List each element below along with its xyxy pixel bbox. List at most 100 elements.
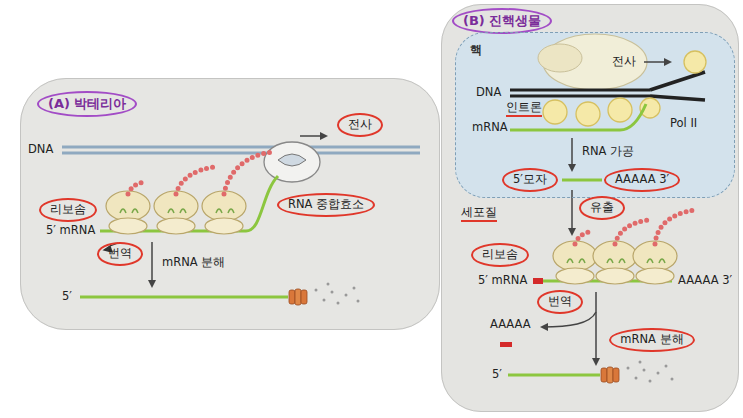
bacteria-cytoplasm bbox=[20, 78, 440, 330]
drawing-rect bbox=[533, 278, 543, 284]
drawing-circle bbox=[315, 289, 318, 292]
part-label: 인트론 bbox=[506, 101, 542, 117]
drawing-path bbox=[650, 72, 705, 100]
circled-label: AAAAA 3′ bbox=[604, 168, 680, 192]
drawing-path bbox=[655, 210, 695, 244]
process-label: mRNA 분해 bbox=[620, 333, 683, 347]
drawing-ellipse bbox=[264, 142, 320, 182]
part-label: AAAAA 3′ bbox=[678, 274, 732, 288]
circled-label: 리보솜 bbox=[471, 243, 529, 267]
process-label: 번역 bbox=[548, 295, 572, 309]
drawing-line bbox=[644, 61, 670, 63]
part-label: 5′ bbox=[492, 368, 502, 382]
drawing-line bbox=[300, 135, 326, 137]
part-label: RNA 가공 bbox=[582, 145, 634, 159]
process-label: 번역 bbox=[108, 247, 132, 261]
nucleus-fill bbox=[455, 32, 735, 198]
drawing-path bbox=[176, 167, 214, 194]
drawing-circle bbox=[337, 302, 340, 305]
part-label: mRNA 분해 bbox=[162, 256, 225, 270]
drawing-line bbox=[510, 95, 650, 98]
drawing-circle bbox=[639, 361, 642, 364]
part-label: 5′ mRNA bbox=[46, 224, 95, 238]
panel-heading: 핵 bbox=[470, 42, 482, 59]
drawing-circle bbox=[684, 51, 706, 73]
drawing-path bbox=[224, 152, 274, 194]
drawing-circle bbox=[357, 300, 360, 303]
process-label: 리보솜 bbox=[482, 248, 518, 262]
drawing-line bbox=[562, 179, 602, 182]
drawing-line bbox=[62, 152, 420, 155]
drawing-use bbox=[202, 191, 246, 234]
eukaryote-illustration bbox=[500, 34, 706, 383]
drawing-use bbox=[106, 191, 150, 234]
drawing-circle bbox=[576, 102, 600, 126]
part-label: AAAAA bbox=[490, 318, 531, 332]
panel-heading: (B) 진핵생물 bbox=[452, 8, 552, 34]
drawing-line bbox=[510, 89, 650, 92]
drawing-circle bbox=[323, 299, 326, 302]
drawing-path bbox=[128, 182, 144, 194]
process-label: RNA 중합효소 bbox=[288, 198, 364, 212]
drawing-line bbox=[80, 296, 288, 299]
drawing-ellipse bbox=[538, 44, 582, 72]
circled-label: 유출 bbox=[579, 196, 625, 220]
drawing-line bbox=[62, 146, 420, 149]
drawing-circle bbox=[649, 380, 652, 383]
drawing-circle bbox=[327, 283, 330, 286]
circled-label: RNA 중합효소 bbox=[277, 193, 375, 217]
process-label: 유출 bbox=[590, 201, 614, 215]
eukaryote-cytoplasm bbox=[441, 4, 739, 412]
bacteria-illustration bbox=[62, 136, 420, 305]
drawing-circle bbox=[331, 291, 334, 294]
drawing-use bbox=[154, 191, 198, 234]
part-label: 5′ bbox=[62, 290, 72, 304]
drawing-circle bbox=[345, 294, 348, 297]
drawing-path bbox=[278, 154, 306, 166]
drawing-circle bbox=[543, 100, 567, 124]
part-label: DNA bbox=[28, 143, 53, 157]
part-label: 전사 bbox=[612, 55, 636, 69]
drawing-use bbox=[289, 289, 307, 305]
drawing-g bbox=[315, 283, 360, 305]
circled-label: 번역 bbox=[97, 242, 143, 266]
drawing-path bbox=[542, 312, 596, 327]
process-label: 5′모자 bbox=[513, 173, 547, 187]
circled-label: 번역 bbox=[537, 290, 583, 314]
drawing-path bbox=[615, 220, 649, 244]
part-label: DNA bbox=[476, 86, 501, 100]
drawing-circle bbox=[671, 378, 674, 381]
circled-label: 5′모자 bbox=[502, 168, 558, 192]
drawing-circle bbox=[657, 372, 660, 375]
drawing-line bbox=[571, 190, 573, 234]
drawing-path bbox=[575, 232, 589, 244]
circled-label: 리보솜 bbox=[39, 198, 97, 222]
drawing-line bbox=[508, 374, 600, 377]
drawing-use bbox=[553, 241, 597, 284]
part-label: mRNA bbox=[472, 121, 508, 135]
drawing-use bbox=[601, 367, 619, 383]
circled-label: mRNA 분해 bbox=[609, 328, 694, 352]
circled-label: 전사 bbox=[337, 113, 383, 137]
drawing-circle bbox=[353, 287, 356, 290]
drawing-circle bbox=[627, 367, 630, 370]
drawing-line bbox=[571, 138, 573, 170]
drawing-line bbox=[595, 292, 597, 364]
drawing-circle bbox=[665, 365, 668, 368]
drawing-rect bbox=[500, 342, 512, 347]
drawing-circle bbox=[643, 369, 646, 372]
drawing-use bbox=[593, 241, 637, 284]
process-label: 리보솜 bbox=[50, 203, 86, 217]
part-label: 5′ mRNA bbox=[478, 274, 527, 288]
drawing-circle bbox=[608, 98, 632, 122]
panel-heading: (A) 박테리아 bbox=[37, 91, 137, 117]
cell-region: 핵 5′모자 AAAAA 3′ bbox=[455, 32, 735, 198]
cell-region: (A) 박테리아전사리보솜 RNA 중합효소번역 bbox=[20, 78, 440, 330]
drawing-use bbox=[633, 241, 677, 284]
part-label: Pol II bbox=[670, 117, 697, 131]
part-label: 세포질 bbox=[461, 206, 497, 222]
drawing-line bbox=[151, 242, 153, 286]
drawing-circle bbox=[635, 377, 638, 380]
process-label: 전사 bbox=[348, 118, 372, 132]
